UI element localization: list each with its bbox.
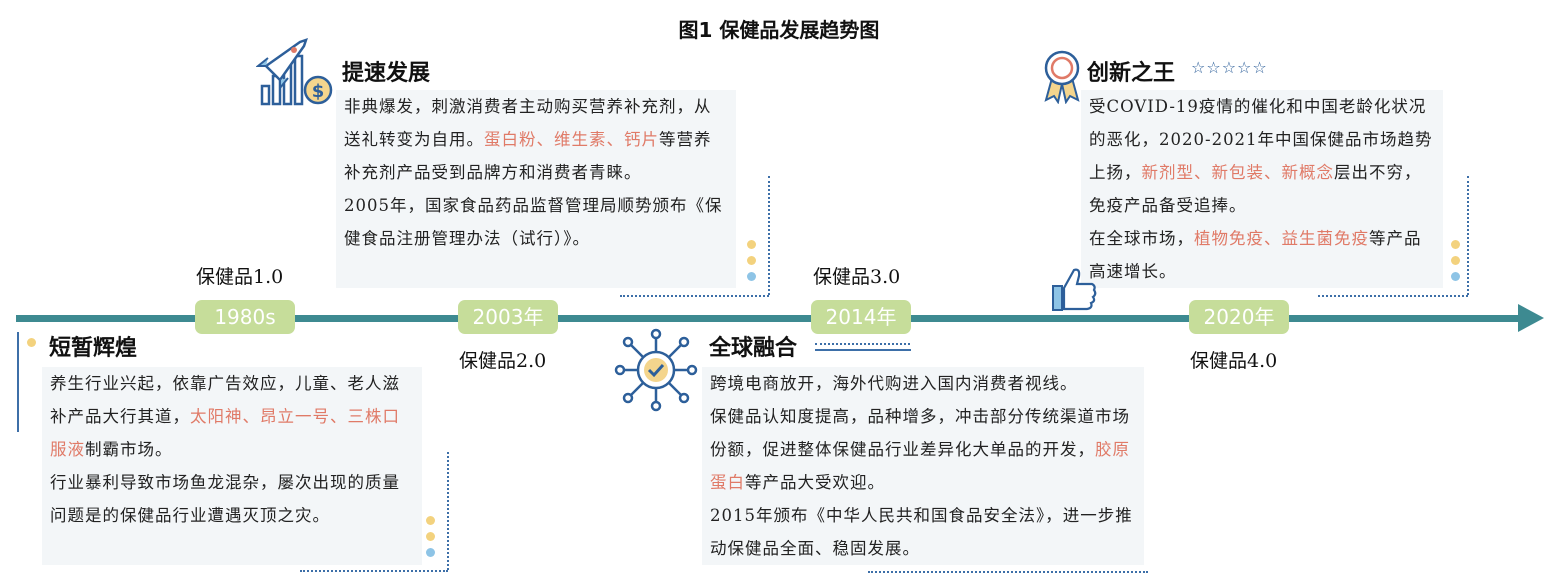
- dot-blue: [426, 548, 435, 557]
- text-segment: 养生行业兴起，依靠广告效应，儿童、老人滋补产品大行其道，: [50, 374, 400, 426]
- year-pill-2003: 2003年: [458, 300, 558, 334]
- milestone-text-box-3: 跨境电商放开，海外代购进入国内消费者视线。 保健品认知度提高，品种增多，冲击部分…: [702, 367, 1144, 565]
- version-label-1: 保健品1.0: [196, 266, 284, 288]
- dot-yellow: [1451, 256, 1460, 265]
- highlight-text: 胶原蛋白: [710, 440, 1130, 492]
- text-segment: 保健品认知度提高，品种增多，冲击部分传统渠道市场份额，促进整体保健品行业差异化大…: [710, 407, 1130, 459]
- text-segment: 等营养补充剂产品受到品牌方和消费者青睐。: [344, 130, 712, 182]
- dot-yellow: [747, 256, 756, 265]
- year-pill-2020: 2020年: [1189, 300, 1289, 334]
- milestone-heading-3: 全球融合: [709, 336, 798, 361]
- text-segment: 制霸市场。: [85, 440, 173, 459]
- accent-bar-left: [17, 332, 19, 432]
- timeline-axis: [16, 315, 1521, 322]
- year-pill-1980s: 1980s: [195, 300, 295, 334]
- rating-stars: ☆☆☆☆☆: [1191, 58, 1268, 77]
- version-label-3: 保健品3.0: [813, 266, 901, 288]
- text-segment: 等产品高速增长。: [1089, 229, 1422, 281]
- dot-blue: [1451, 272, 1460, 281]
- highlight-text: 蛋白粉、维生素、钙片: [484, 130, 659, 149]
- timeline-arrow-head: [1518, 304, 1544, 332]
- text-segment: 层出不穷，免疫产品备受追捧。: [1089, 163, 1422, 215]
- award-medal-icon: [1044, 50, 1080, 104]
- heading-underline-dotted: [815, 343, 910, 345]
- accent-dot: [27, 338, 36, 347]
- dotted-border-horizontal: [868, 571, 1148, 573]
- version-label-2: 保健品2.0: [459, 350, 547, 372]
- text-segment: 非典爆发，刺激消费者主动购买营养补充剂，从送礼转变为自用。: [344, 97, 712, 149]
- dotted-border-vertical: [1467, 176, 1469, 295]
- dotted-border-horizontal: [620, 295, 769, 297]
- dot-yellow: [1451, 240, 1460, 249]
- rocket-growth-icon: $: [256, 38, 333, 106]
- text-segment: 在全球市场，: [1089, 229, 1194, 248]
- milestone-heading-4: 创新之王: [1087, 61, 1176, 86]
- dotted-border-horizontal: [1318, 295, 1468, 297]
- milestone-text-box-4: 受COVID-19疫情的催化和中国老龄化状况的恶化，2020-2021年中国保健…: [1081, 90, 1443, 288]
- thumbs-up-icon: [1052, 268, 1097, 311]
- dotted-border-horizontal: [300, 570, 448, 572]
- dot-blue: [747, 272, 756, 281]
- svg-text:$: $: [312, 81, 325, 102]
- text-paragraph: 行业暴利导致市场鱼龙混杂，屡次出现的质量问题是的保健品行业遭遇灭顶之灾。: [50, 473, 400, 525]
- dot-yellow: [426, 532, 435, 541]
- milestone-heading-2: 提速发展: [342, 61, 431, 86]
- chart-title: 图1 保健品发展趋势图: [678, 18, 880, 42]
- year-pill-2014: 2014年: [811, 300, 911, 334]
- text-paragraph: 2005年，国家食品药品监督管理局顺势颁布《保健食品注册管理办法（试行）》。: [344, 196, 723, 248]
- dotted-border-vertical: [768, 176, 770, 295]
- dotted-border-vertical: [447, 452, 449, 570]
- milestone-text-box-1: 养生行业兴起，依靠广告效应，儿童、老人滋补产品大行其道，太阳神、昂立一号、三株口…: [42, 367, 422, 565]
- highlight-text: 植物免疫、益生菌免疫: [1194, 229, 1369, 248]
- text-segment: 受COVID-19疫情的催化和中国老龄化状况的恶化，2020-2021年中国保健…: [1089, 97, 1433, 182]
- heading-underline: [815, 349, 911, 351]
- dot-yellow: [426, 516, 435, 525]
- text-segment: 等产品大受欢迎。: [745, 473, 885, 492]
- milestone-text-box-2: 非典爆发，刺激消费者主动购买营养补充剂，从送礼转变为自用。蛋白粉、维生素、钙片等…: [336, 90, 736, 288]
- highlight-text: 太阳神、昂立一号、三株口服液: [50, 407, 400, 459]
- dot-yellow: [747, 240, 756, 249]
- text-paragraph: 跨境电商放开，海外代购进入国内消费者视线。: [710, 374, 1078, 393]
- milestone-heading-1: 短暂辉煌: [49, 336, 138, 361]
- text-paragraph: 2015年颁布《中华人民共和国食品安全法》，进一步推动保健品全面、稳固发展。: [710, 506, 1133, 558]
- version-label-4: 保健品4.0: [1190, 350, 1278, 372]
- network-check-icon: [614, 328, 698, 412]
- highlight-text: 新剂型、新包装、新概念: [1141, 163, 1334, 182]
